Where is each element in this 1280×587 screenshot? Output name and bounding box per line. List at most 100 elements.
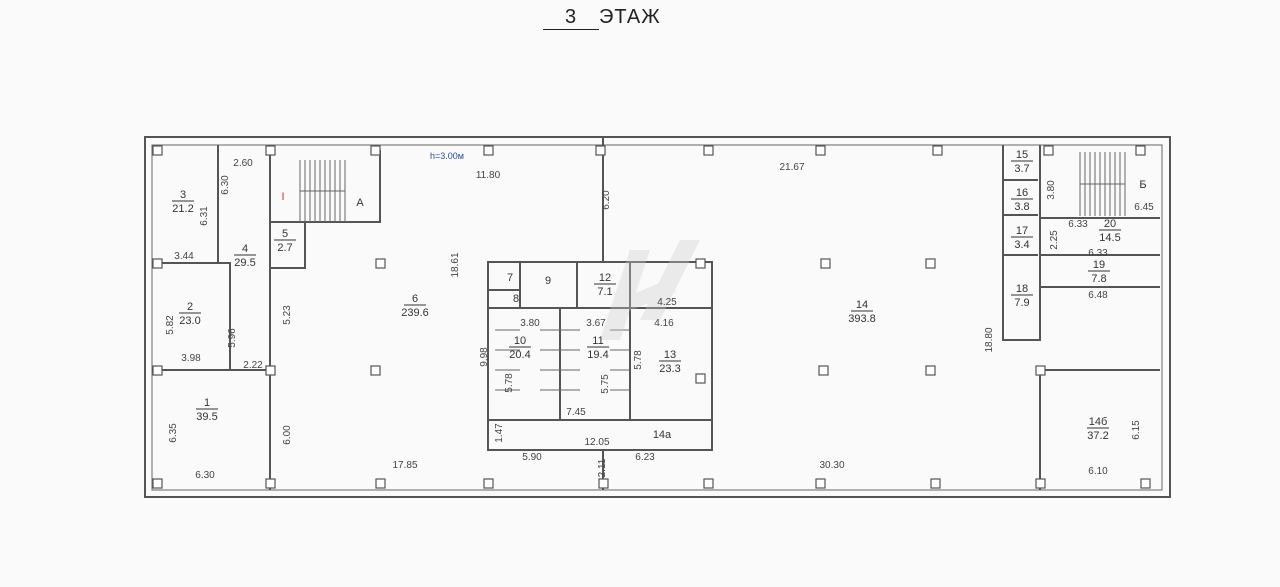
dimension-label: 3.98 xyxy=(181,353,201,364)
room-number: 14б xyxy=(1089,416,1108,428)
dimension-label: 6.30 xyxy=(220,175,231,195)
room-number: 16 xyxy=(1016,187,1028,199)
watermark xyxy=(600,240,700,340)
stair-a-label: А xyxy=(356,197,364,209)
dimension-label: 11.80 xyxy=(476,170,501,181)
room-14b: 14б 37.2 xyxy=(1087,416,1109,442)
room-3: 321.2 xyxy=(172,189,194,215)
column xyxy=(815,478,826,489)
room-number: 14 xyxy=(856,299,868,311)
column xyxy=(1035,478,1046,489)
dimension-label: 5.96 xyxy=(227,328,238,348)
column xyxy=(818,365,829,376)
column xyxy=(930,478,941,489)
dimension-label: 6.20 xyxy=(601,190,612,210)
room-number: 15 xyxy=(1016,149,1028,161)
room-12: 127.1 xyxy=(594,272,616,298)
dimension-label: 18.80 xyxy=(984,327,995,352)
dimension-label: 6.33 xyxy=(1068,219,1088,230)
dimension-label: 5.82 xyxy=(165,315,176,335)
stair-b-label: Б xyxy=(1139,179,1146,191)
dimension-label: 6.00 xyxy=(282,425,293,445)
room-8: 8 xyxy=(513,293,519,305)
room-number: 9 xyxy=(545,275,551,287)
room-area: 239.6 xyxy=(401,307,429,319)
column xyxy=(152,478,163,489)
room-14a: 14а xyxy=(653,429,672,441)
room-number: 18 xyxy=(1016,283,1028,295)
dimension-label: 3.80 xyxy=(520,318,540,329)
dimension-label: 3.80 xyxy=(1046,180,1057,200)
dimension-label: 6.15 xyxy=(1131,420,1142,440)
column xyxy=(932,145,943,156)
column xyxy=(370,365,381,376)
room-number: 5 xyxy=(282,228,288,240)
dimension-label: 4.16 xyxy=(654,318,674,329)
dimension-label: 6.35 xyxy=(168,423,179,443)
dimension-label: 12.05 xyxy=(584,437,609,448)
dimension-label: 6.23 xyxy=(635,452,655,463)
outer-wall xyxy=(144,136,1171,498)
room-18: 187.9 xyxy=(1011,283,1033,309)
room-number: 14а xyxy=(653,429,672,441)
room-area: 3.8 xyxy=(1014,201,1029,213)
dimension-label: 21.67 xyxy=(779,162,804,173)
room-5: 52.7 xyxy=(274,228,296,254)
dimension-label: 6.30 xyxy=(195,470,215,481)
dimension-label: 6.33 xyxy=(1088,248,1108,259)
column xyxy=(483,478,494,489)
dimension-label: 1.47 xyxy=(494,423,505,443)
column xyxy=(1140,478,1151,489)
walls-left xyxy=(152,145,381,490)
room-number: 8 xyxy=(513,293,519,305)
dimension-label: 17.85 xyxy=(392,460,417,471)
column xyxy=(703,478,714,489)
room-7: 7 xyxy=(507,272,513,284)
room-area: 7.8 xyxy=(1091,273,1106,285)
column xyxy=(595,145,606,156)
dimension-label: 6.31 xyxy=(199,206,210,226)
dimension-label: 3.67 xyxy=(586,318,606,329)
room-area: 23.0 xyxy=(179,315,200,327)
column xyxy=(1135,145,1146,156)
room-area: 39.5 xyxy=(196,411,217,423)
column xyxy=(265,365,276,376)
dimension-labels: 2.606.306.3111.8018.616.2021.673.445.825… xyxy=(165,158,1154,481)
column xyxy=(925,258,936,269)
column xyxy=(265,145,276,156)
room-area: 20.4 xyxy=(509,349,530,361)
room-9: 9 xyxy=(545,275,551,287)
dimension-label: 5.75 xyxy=(600,374,611,394)
room-number: 17 xyxy=(1016,225,1028,237)
dimension-label: 2.11 xyxy=(597,458,608,477)
floor-number: 3 xyxy=(543,6,599,30)
room-area: 7.1 xyxy=(597,286,612,298)
column xyxy=(1043,145,1054,156)
column xyxy=(695,258,706,269)
room-labels: 139.5223.0321.2429.552.76239.67891020.41… xyxy=(172,149,1121,442)
column xyxy=(370,145,381,156)
dimension-label: 6.10 xyxy=(1088,466,1108,477)
room-19: 197.8 xyxy=(1088,259,1110,285)
column xyxy=(152,258,163,269)
column xyxy=(925,365,936,376)
inner-wall xyxy=(151,144,1163,491)
room-area: 393.8 xyxy=(848,313,876,325)
dimension-label: 3.44 xyxy=(174,251,194,262)
dimension-label: 2.25 xyxy=(1049,230,1060,250)
dimension-label: 18.61 xyxy=(450,252,461,277)
room-area: 37.2 xyxy=(1087,430,1108,442)
dimension-label: 2.60 xyxy=(233,158,253,169)
room-number: 4 xyxy=(242,243,248,255)
walls-right xyxy=(1002,145,1160,490)
walls-core xyxy=(487,137,713,490)
column xyxy=(1035,365,1046,376)
dimension-label: 5.78 xyxy=(504,373,515,393)
dimension-label: 6.48 xyxy=(1088,290,1108,301)
room-4: 429.5 xyxy=(234,243,256,269)
